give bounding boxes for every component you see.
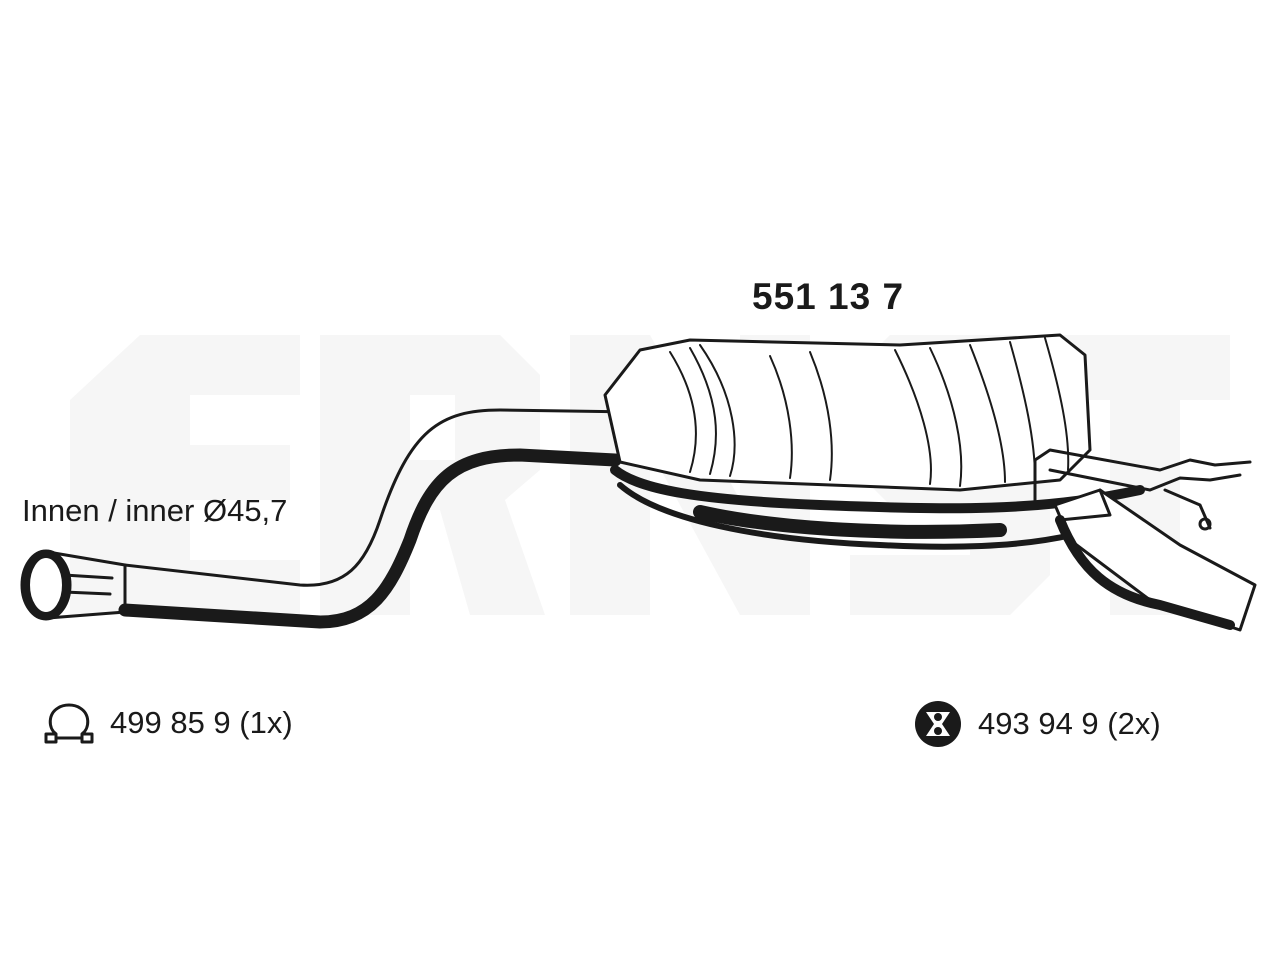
accessory-rubber-mount-label: 493 94 9 (2x): [978, 706, 1161, 741]
part-number: 551 13 7: [752, 276, 905, 317]
accessory-clamp: 499 85 9 (1x): [42, 700, 293, 746]
clamp-icon: [44, 703, 94, 744]
accessory-clamp-label: 499 85 9 (1x): [110, 705, 293, 740]
tail-pipe: [1053, 488, 1257, 632]
rubber-mount-icon: [915, 701, 961, 747]
hanger-bracket: [1033, 448, 1252, 531]
accessory-rubber-mount: 493 94 9 (2x): [912, 698, 1161, 750]
inlet-pipe: [20, 408, 642, 629]
inner-diameter-label: Innen / inner Ø45,7: [22, 493, 288, 528]
